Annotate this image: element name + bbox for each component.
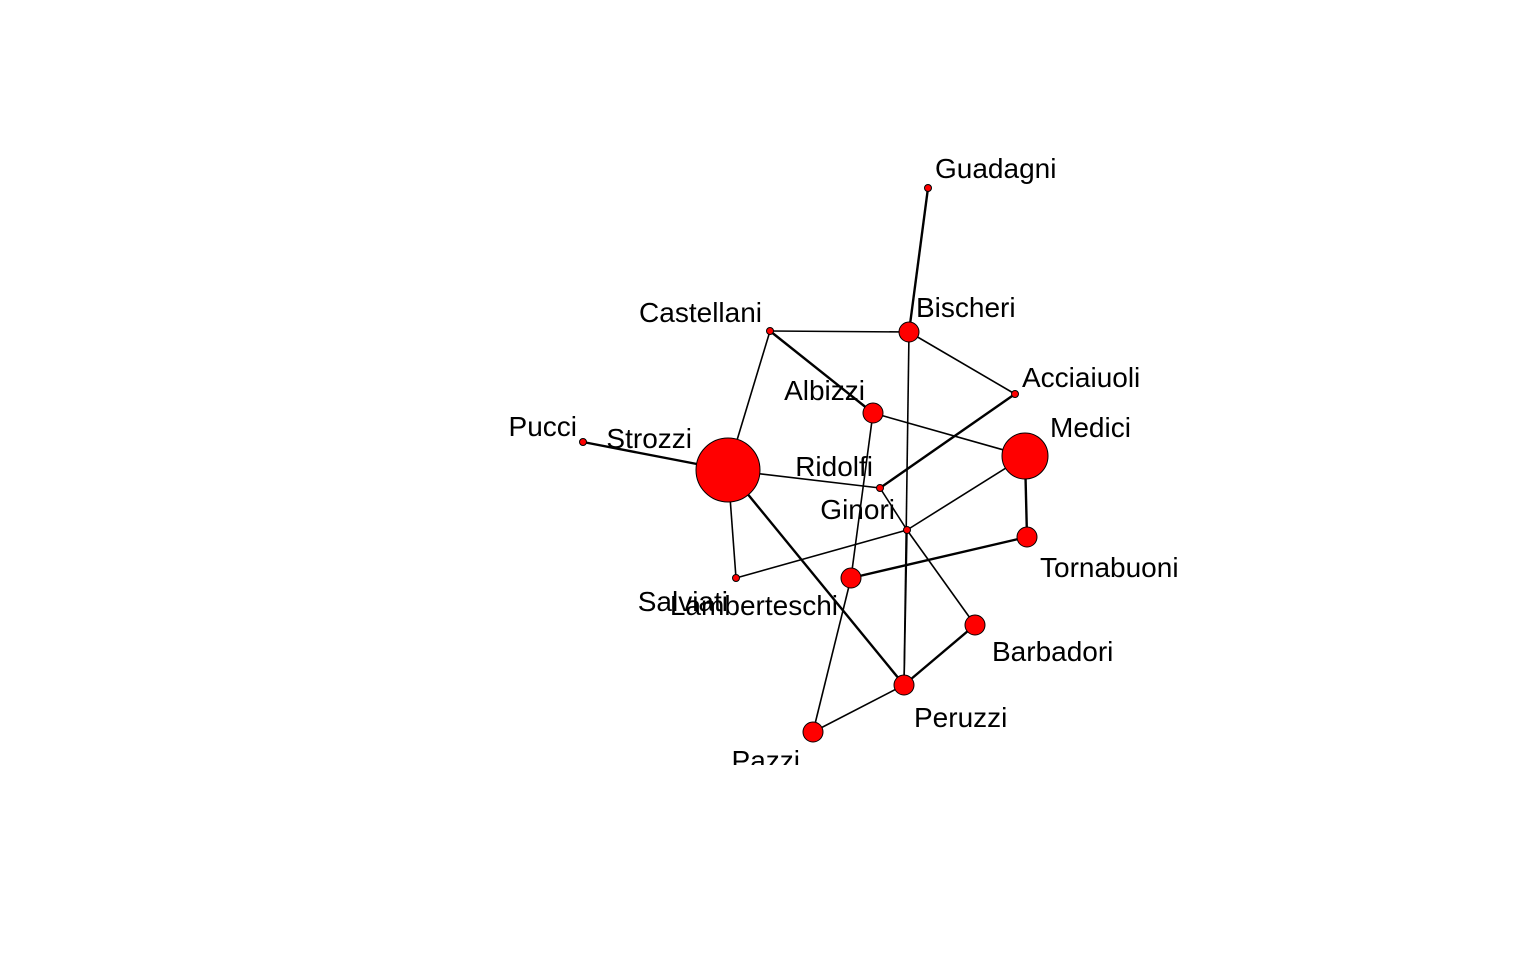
- node-label-lamberteschi: Lamberteschi: [670, 590, 838, 621]
- node-acciaiuoli: [1011, 390, 1019, 398]
- node-label-pazzi: Pazzi: [732, 745, 800, 776]
- edge-bischeri-acciaiuoli: [908, 331, 1016, 395]
- edge-lamberteschi-pazzi: [812, 577, 852, 733]
- node-barbadori: [964, 614, 986, 636]
- node-label-bischeri: Bischeri: [916, 292, 1016, 323]
- edge-albizzi-medici: [872, 412, 1026, 457]
- edge-barbadori-peruzzi: [903, 624, 976, 686]
- node-bischeri: [898, 321, 920, 343]
- node-lamberteschi: [840, 567, 862, 589]
- edge-ginori-barbadori: [906, 529, 976, 626]
- node-label-barbadori: Barbadori: [992, 636, 1113, 667]
- edge-ginori-salviati: [735, 529, 908, 579]
- node-label-guadagni: Guadagni: [935, 153, 1056, 184]
- node-label-acciaiuoli: Acciaiuoli: [1022, 362, 1140, 393]
- node-label-ginori: Ginori: [820, 494, 895, 525]
- node-label-pucci: Pucci: [509, 411, 577, 442]
- node-peruzzi: [893, 674, 915, 696]
- node-pazzi: [802, 721, 824, 743]
- edge-acciaiuoli-ridolfi: [879, 393, 1016, 489]
- edge-guadagni-bischeri: [907, 187, 930, 333]
- nodes-layer: [579, 184, 1049, 743]
- node-label-albizzi: Albizzi: [784, 375, 865, 406]
- node-albizzi: [862, 402, 884, 424]
- node-label-medici: Medici: [1050, 412, 1131, 443]
- edge-ginori-peruzzi: [903, 529, 908, 686]
- edge-peruzzi-pazzi: [812, 684, 905, 733]
- node-label-peruzzi: Peruzzi: [914, 702, 1007, 733]
- node-label-strozzi: Strozzi: [606, 423, 692, 454]
- node-guadagni: [924, 184, 932, 192]
- edge-strozzi-peruzzi: [727, 469, 905, 686]
- node-pucci: [579, 438, 587, 446]
- node-label-tornabuoni: Tornabuoni: [1040, 552, 1179, 583]
- edge-ridolfi-ginori: [879, 487, 908, 531]
- node-ginori: [903, 526, 911, 534]
- node-tornabuoni: [1016, 526, 1038, 548]
- edge-castellani-bischeri: [769, 330, 910, 333]
- node-label-ridolfi: Ridolfi: [795, 451, 873, 482]
- node-label-castellani: Castellani: [639, 297, 762, 328]
- node-ridolfi: [876, 484, 884, 492]
- node-label-salviati: Salviati: [638, 586, 728, 617]
- edge-castellani-albizzi: [769, 330, 874, 414]
- edge-albizzi-lamberteschi: [850, 412, 874, 579]
- node-strozzi: [695, 437, 761, 503]
- node-medici: [1001, 432, 1049, 480]
- node-salviati: [732, 574, 740, 582]
- node-castellani: [766, 327, 774, 335]
- edge-lamberteschi-tornabuoni: [850, 535, 1028, 580]
